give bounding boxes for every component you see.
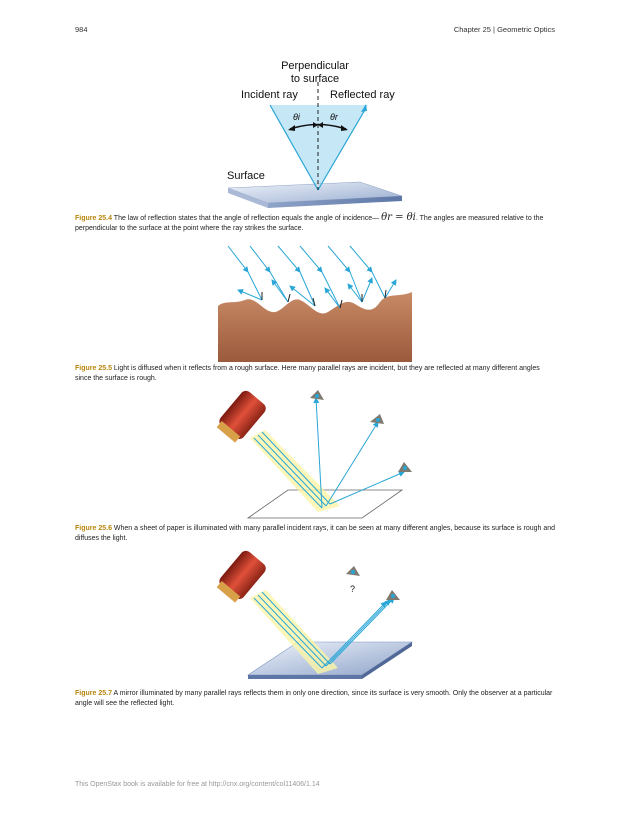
figure-25-7-diagram: ? (216, 550, 413, 679)
chapter-title: Chapter 25 | Geometric Optics (453, 25, 555, 34)
figure-25-7-caption: Figure 25.7 A mirror illuminated by many… (75, 690, 553, 707)
eye-icon (310, 390, 324, 400)
label-perpendicular-line2: to surface (291, 73, 339, 85)
figure-25-4-diagram: Perpendicular to surface Incident ray Re… (227, 60, 403, 208)
mirror-side (362, 642, 412, 679)
surface-normals (261, 289, 387, 309)
label-theta-r: θr (330, 112, 339, 122)
figure-label: Figure 25.6 (75, 525, 112, 532)
light-cone (270, 105, 368, 190)
eye-icon (370, 414, 384, 424)
figure-25-6-caption: Figure 25.6 When a sheet of paper is ill… (75, 525, 556, 542)
figure-label: Figure 25.4 (75, 215, 112, 222)
reflected-arrowhead (361, 104, 367, 112)
footer-text: This OpenStax book is available for free… (75, 781, 320, 788)
surface-side (228, 188, 268, 208)
reflected-ray (317, 107, 367, 191)
figure-25-5-diagram (218, 245, 412, 362)
reflection-equation: θr = θi (381, 212, 416, 223)
page-number: 984 (75, 25, 88, 34)
mirror-edge (248, 675, 362, 679)
figure-label: Figure 25.5 (75, 365, 112, 372)
rough-ground (218, 292, 412, 362)
flashlight-icon (216, 390, 266, 443)
figure-25-6-diagram (216, 390, 412, 519)
label-incident-ray: Incident ray (241, 89, 298, 101)
figure-label: Figure 25.7 (75, 690, 112, 697)
eye-icon (398, 462, 412, 472)
label-reflected-ray: Reflected ray (330, 89, 395, 101)
reflected-rays (313, 397, 405, 509)
label-surface: Surface (227, 170, 265, 182)
question-mark: ? (350, 584, 355, 594)
label-perpendicular-line1: Perpendicular (281, 60, 349, 72)
incident-rays (227, 245, 386, 309)
label-theta-i: θi (293, 112, 301, 122)
figure-25-5-caption: Figure 25.5 Light is diffused when it re… (75, 365, 540, 382)
figure-25-4-caption: Figure 25.4 The law of reflection states… (75, 212, 544, 233)
incident-rays (253, 591, 331, 669)
incident-ray (269, 104, 319, 191)
eye-icon (346, 566, 360, 576)
reflected-rays (237, 277, 397, 309)
reflected-rays (321, 597, 395, 669)
flashlight-icon (216, 550, 266, 603)
surface-edge (268, 196, 402, 208)
incident-rays (253, 431, 331, 509)
eye-icon (386, 590, 400, 600)
